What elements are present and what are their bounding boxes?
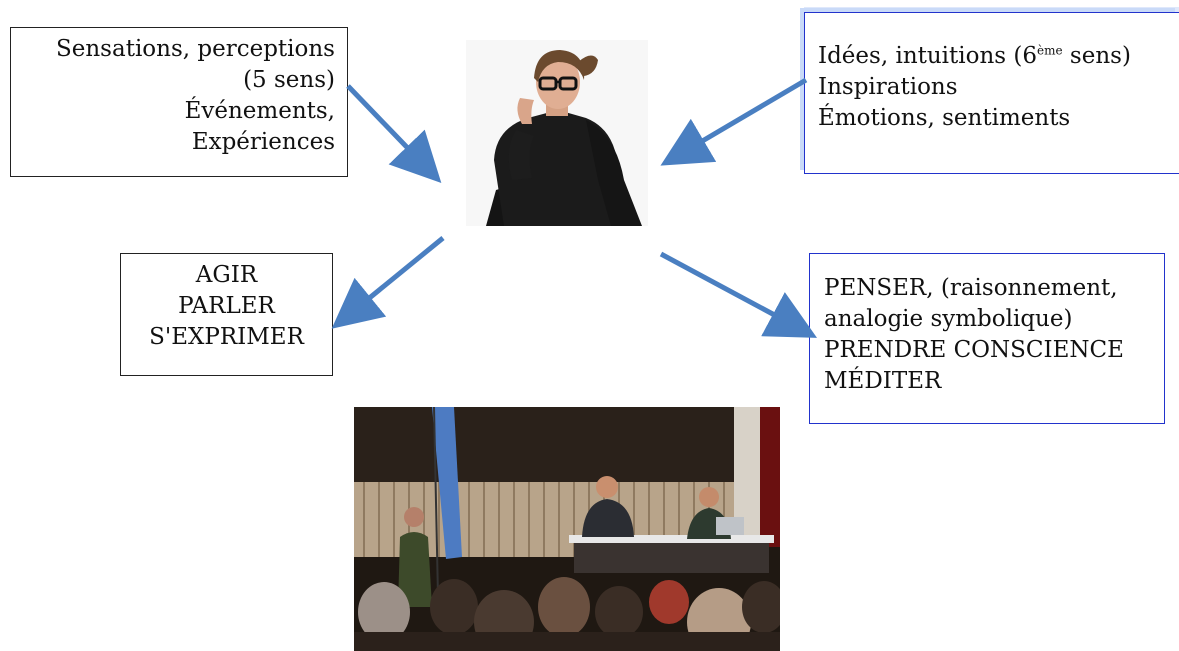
box-penser-line-4: MÉDITER	[824, 368, 942, 394]
box-intuitions-line-1: Idées, intuitions (6ème sens)	[818, 41, 1171, 72]
arrow-intuitions-to-person	[660, 77, 808, 166]
box-penser-line-3: PRENDRE CONSCIENCE	[824, 337, 1124, 363]
box-penser-line-1: PENSER, (raisonnement,	[824, 275, 1118, 301]
box-intuitions-line-2: Inspirations	[818, 74, 958, 100]
box-intuitions-line-3: Émotions, sentiments	[818, 105, 1071, 131]
box-intuitions-line-1-end: sens)	[1062, 43, 1131, 69]
box-penser: PENSER, (raisonnement, analogie symboliq…	[809, 253, 1165, 424]
box-agir-line-2: PARLER	[178, 293, 275, 319]
conference-illustration	[354, 407, 780, 651]
person-illustration	[466, 40, 648, 226]
box-agir-line-3: S'EXPRIMER	[149, 324, 304, 350]
arrow-person-to-penser	[659, 251, 818, 338]
box-perceptions-line-2: (5 sens)	[243, 67, 335, 93]
arrow-person-to-agir	[331, 236, 445, 329]
box-perceptions-line-1: Sensations, perceptions	[56, 36, 335, 62]
box-agir-line-1: AGIR	[195, 262, 258, 288]
box-penser-line-2: analogie symbolique)	[824, 306, 1073, 332]
box-perceptions: Sensations, perceptions (5 sens) Événeme…	[10, 27, 348, 177]
person-with-glasses-photo	[466, 40, 648, 226]
box-perceptions-line-3: Événements,	[184, 98, 335, 124]
box-perceptions-line-4: Expériences	[191, 129, 335, 155]
arrow-perceptions-to-person	[346, 84, 442, 184]
box-intuitions: Idées, intuitions (6ème sens) Inspiratio…	[804, 12, 1179, 174]
box-intuitions-superscript: ème	[1037, 43, 1063, 58]
box-intuitions-line-1-start: Idées, intuitions (6	[818, 43, 1038, 69]
box-agir: AGIR PARLER S'EXPRIMER	[120, 253, 333, 376]
conference-audience-photo	[354, 407, 780, 651]
